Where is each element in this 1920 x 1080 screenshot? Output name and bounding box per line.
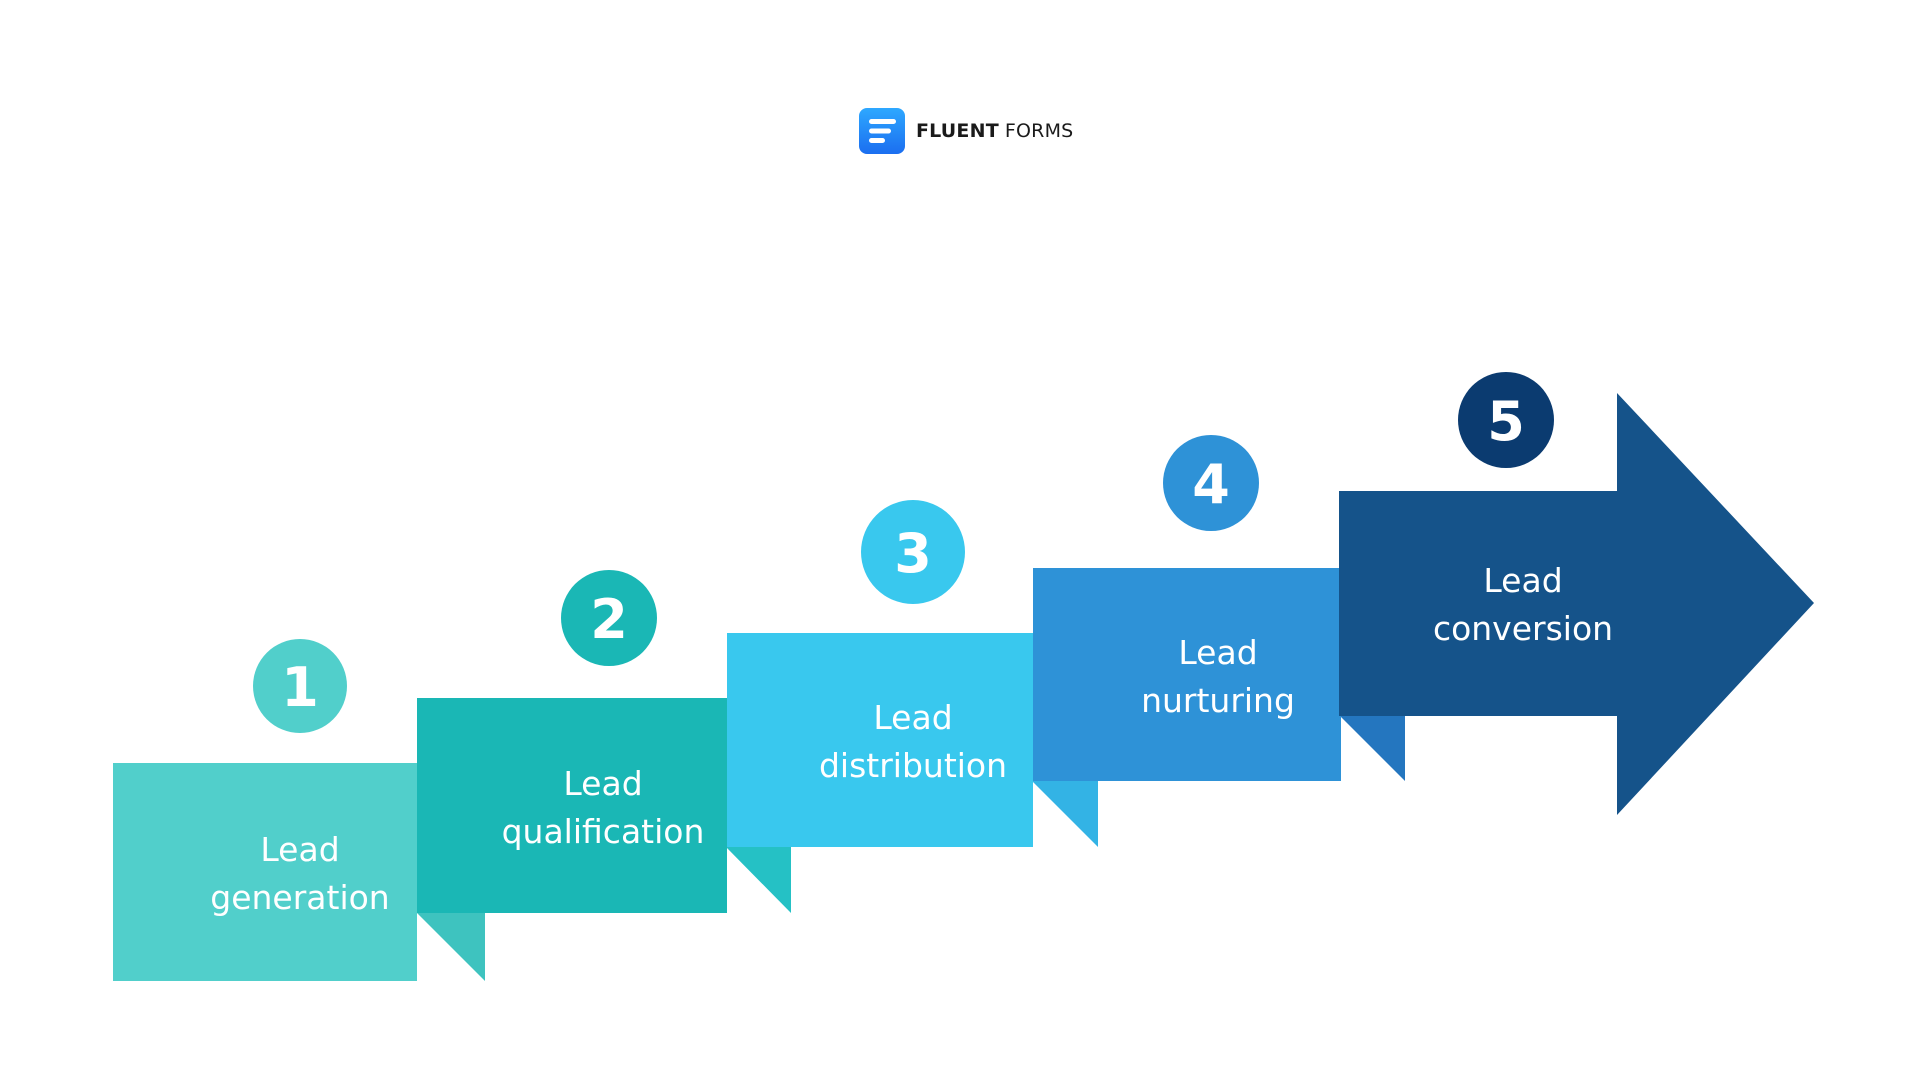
- step-1-block: [113, 763, 417, 981]
- step-3-fold: [1032, 781, 1098, 847]
- step-1-label-line1: Lead: [260, 830, 339, 869]
- step-2-number: 2: [590, 588, 628, 651]
- step-4-label-line1: Lead: [1178, 633, 1257, 672]
- step-1: 1 Lead generation: [113, 639, 485, 981]
- brand-name-bold: FLUENT: [916, 120, 999, 142]
- step-2-circle: [561, 570, 657, 666]
- step-3-number: 3: [894, 522, 932, 585]
- step-3-circle: [861, 500, 965, 604]
- step-5-arrow: [1339, 393, 1814, 815]
- step-3: 3 Lead distribution: [727, 500, 1098, 847]
- step-2-label-line1: Lead: [563, 764, 642, 803]
- step-1-fold: [416, 912, 485, 981]
- step-2-label-line2: qualification: [502, 812, 705, 851]
- step-1-number: 1: [281, 656, 319, 719]
- step-5-label-line1: Lead: [1483, 561, 1562, 600]
- step-3-label-line2: distribution: [819, 746, 1007, 785]
- step-4-block: [1033, 568, 1341, 781]
- step-4-number: 4: [1192, 453, 1230, 516]
- step-4-fold: [1340, 716, 1405, 781]
- step-1-circle: [253, 639, 347, 733]
- step-4: 4 Lead nurturing: [1033, 435, 1405, 781]
- step-1-label-line2: generation: [210, 878, 389, 917]
- step-5-label-line2: conversion: [1433, 609, 1613, 648]
- step-4-circle: [1163, 435, 1259, 531]
- brand-name-light: FORMS: [1004, 120, 1074, 142]
- step-4-label-line2: nurturing: [1141, 681, 1295, 720]
- step-2: 2 Lead qualification: [417, 570, 791, 913]
- step-3-block: [727, 633, 1033, 847]
- step-2-block: [417, 698, 727, 913]
- step-5-number: 5: [1487, 390, 1525, 453]
- fluent-forms-logo-icon: [859, 108, 905, 154]
- step-2-fold: [726, 847, 791, 913]
- step-3-label-line1: Lead: [873, 698, 952, 737]
- step-5-circle: [1458, 372, 1554, 468]
- step-5: 5 Lead conversion: [1339, 372, 1814, 815]
